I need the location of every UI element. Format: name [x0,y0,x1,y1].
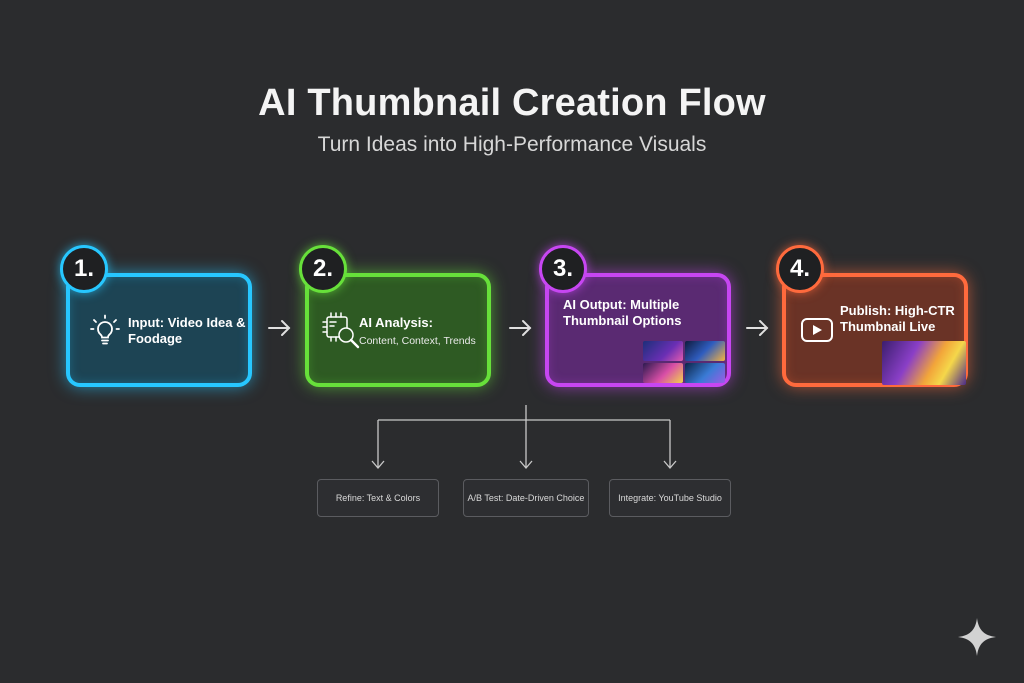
thumbnail-option [643,363,683,383]
step-3-badge: 3. [539,245,587,293]
arrow-1-2 [268,320,291,336]
published-thumbnail-image [882,341,966,385]
branch-connector [371,405,677,469]
thumbnail-option [685,363,725,383]
page-title: AI Thumbnail Creation Flow [258,82,766,124]
branch-ab-test: A/B Test: Date-Driven Choice [463,479,589,517]
lightbulb-icon [90,314,120,345]
thumbnail-option [685,341,725,361]
step-4-label: Publish: High-CTR Thumbnail Live [840,303,955,334]
sparkle-icon [958,618,996,656]
step-1-label: Input: Video Idea & Foodage [128,315,246,346]
step-1-badge: 1. [60,245,108,293]
branch-refine: Refine: Text & Colors [317,479,439,517]
step-3-output: 3. AI Output: Multiple Thumbnail Options [539,245,731,387]
step-2-badge: 2. [299,245,347,293]
branch-integrate: Integrate: YouTube Studio [609,479,731,517]
step-2-analysis: 2. AI Analysis: Content, Context, Trends [299,245,491,387]
step-2-title: AI Analysis: [359,315,433,330]
step-2-label: AI Analysis: Content, Context, Trends [359,315,487,349]
arrow-3-4 [746,320,769,336]
step-2-sublabel: Content, Context, Trends [359,335,476,347]
step-3-label: AI Output: Multiple Thumbnail Options [563,297,682,328]
page-subtitle: Turn Ideas into High-Performance Visuals [317,133,707,156]
step-4-publish: 4. Publish: High-CTR Thumbnail Live [776,245,968,387]
arrow-2-3 [509,320,532,336]
thumbnail-grid-icon [643,341,727,383]
thumbnail-option [643,341,683,361]
play-button-icon [801,318,833,342]
chip-search-icon [322,312,360,349]
step-4-badge: 4. [776,245,824,293]
step-1-input: 1. Input: Video Idea & Foodage [60,245,252,387]
